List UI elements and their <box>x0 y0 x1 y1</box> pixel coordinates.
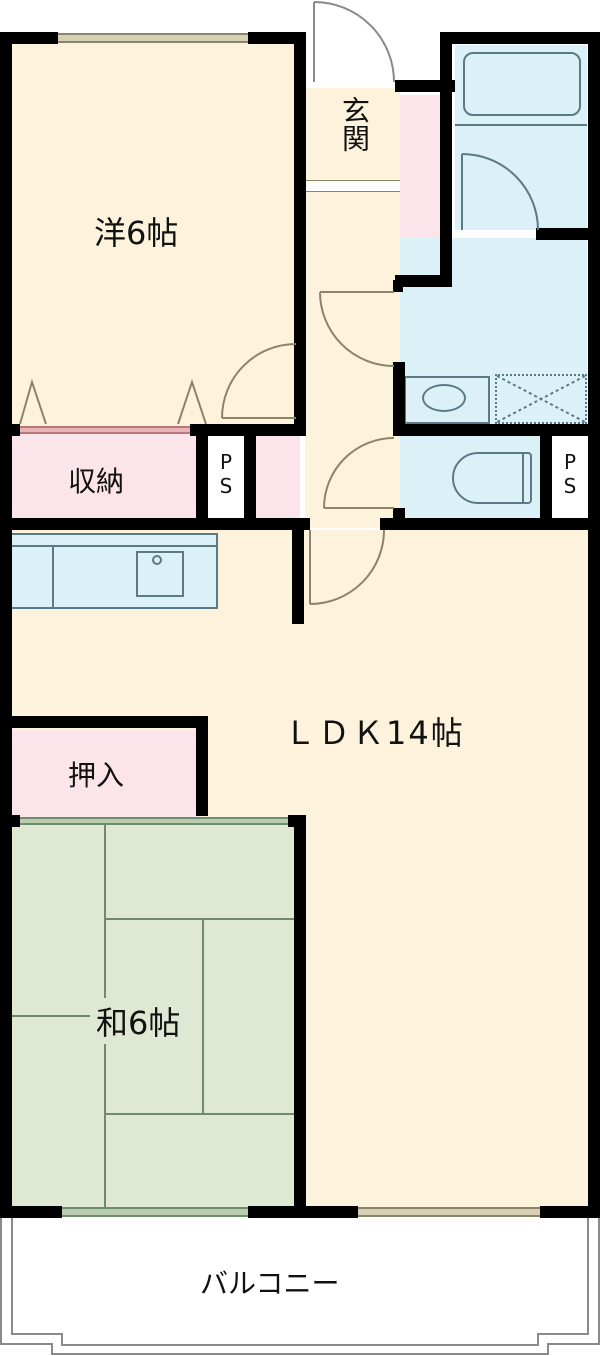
ps-right-label: P S <box>554 450 586 498</box>
ps-right <box>552 436 588 522</box>
bathroom-door-swing-icon[interactable] <box>460 152 540 232</box>
western-room <box>12 40 300 432</box>
balcony-outline <box>0 1212 600 1355</box>
ps-right-s: S <box>563 474 577 498</box>
tatami-line <box>202 918 204 1114</box>
wall <box>393 362 405 432</box>
window-japanese-room <box>62 1207 248 1217</box>
tatami-line <box>12 1015 90 1017</box>
washbasin-bowl-icon <box>422 384 466 412</box>
wall <box>0 716 208 728</box>
western-room-label: 洋6帖 <box>94 214 179 252</box>
western-room-door-swing-icon[interactable] <box>220 342 300 422</box>
washer-cross-icon <box>496 375 586 423</box>
entrance-label: 玄関 <box>334 96 374 152</box>
wall <box>294 32 306 432</box>
closet-label: 押入 <box>68 759 125 792</box>
window-ldk <box>358 1207 540 1217</box>
wall <box>294 815 306 1218</box>
wall <box>395 275 452 287</box>
wall <box>588 32 600 1218</box>
wall <box>248 32 306 44</box>
washing-machine-space <box>495 374 587 424</box>
wall <box>0 32 58 44</box>
wall <box>244 432 256 528</box>
entrance-step <box>305 180 400 192</box>
sink-drain-icon <box>152 555 162 565</box>
ps-left-s: S <box>219 474 233 498</box>
wall <box>393 424 600 436</box>
bathroom <box>455 45 587 230</box>
toilet-bowl-icon <box>452 452 532 504</box>
wall <box>440 32 600 44</box>
wall <box>248 1206 358 1218</box>
wall <box>0 815 20 827</box>
storage-label: 収納 <box>68 465 125 498</box>
wall <box>196 432 208 528</box>
wall <box>440 32 452 282</box>
bathtub <box>463 52 581 116</box>
ldk-label: ＬＤＫ14帖 <box>284 714 465 752</box>
pink-column <box>256 436 300 522</box>
wall <box>0 518 310 530</box>
ldk-door-swing-icon[interactable] <box>308 528 388 608</box>
wall <box>393 280 403 292</box>
japanese-room-label: 和6帖 <box>94 998 183 1044</box>
bathtub-ledge <box>455 124 587 126</box>
ps-left <box>208 436 244 522</box>
storage-sliding-door <box>20 426 190 434</box>
storage-closet <box>12 432 198 522</box>
closet-fold-door-icon <box>19 378 207 425</box>
closet-oshiire <box>12 730 198 818</box>
washroom-door-swing-icon[interactable] <box>318 290 398 370</box>
wall <box>540 1206 600 1218</box>
ps-right-p: P <box>563 450 577 474</box>
ps-left-label: P S <box>210 450 242 498</box>
wall <box>540 436 552 522</box>
window-western-room <box>58 33 248 43</box>
wall <box>0 32 12 1218</box>
sink <box>136 551 184 597</box>
tatami-line <box>106 1113 296 1115</box>
ps-left-p: P <box>219 450 233 474</box>
wall <box>190 424 306 436</box>
tatami-line <box>106 918 296 920</box>
toilet-tank <box>522 452 524 504</box>
balcony-label: バルコニー <box>200 1267 340 1300</box>
entrance-label-text: 玄関 <box>338 96 371 152</box>
wall <box>292 518 304 624</box>
kitchen-divider <box>52 547 54 607</box>
wall <box>380 518 600 530</box>
closet-sliding-door <box>20 817 288 825</box>
toilet-door-swing-icon[interactable] <box>322 436 402 516</box>
wall <box>0 1206 62 1218</box>
wall <box>0 424 20 436</box>
kitchen-counter-edge <box>12 545 218 547</box>
front-door-swing-icon[interactable] <box>312 0 402 90</box>
wall <box>536 228 600 240</box>
wall <box>196 716 208 816</box>
washbasin-counter <box>404 376 490 424</box>
